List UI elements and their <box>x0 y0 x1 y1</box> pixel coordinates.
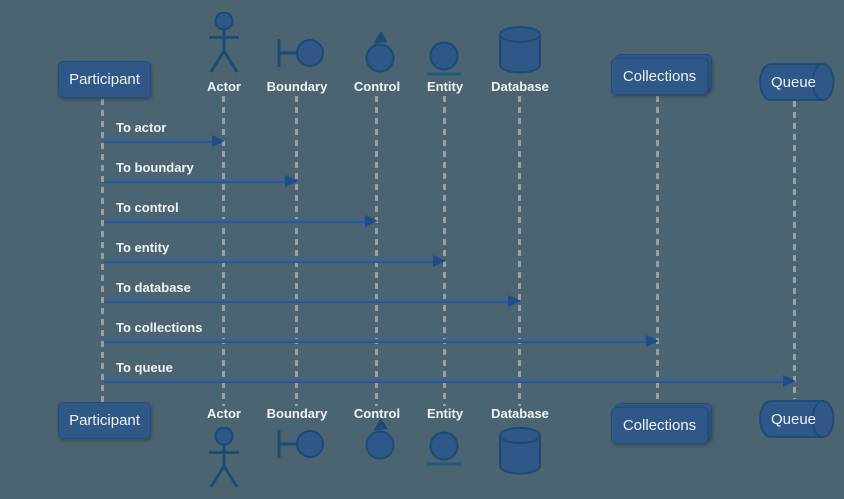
collections-front-box: Collections <box>611 407 708 444</box>
node-collections-bottom[interactable]: Collections <box>611 403 712 444</box>
database-label: Database <box>491 406 549 421</box>
lifeline-boundary[interactable] <box>295 96 298 406</box>
lifeline-actor[interactable] <box>222 96 225 406</box>
node-participant-bottom[interactable]: Participant <box>58 402 151 439</box>
message-line <box>104 379 785 383</box>
message-line <box>104 339 648 343</box>
actor-icon <box>209 12 239 73</box>
node-boundary-top[interactable]: Boundary <box>247 38 347 93</box>
queue-icon <box>759 63 835 101</box>
lifeline-control[interactable] <box>375 96 378 406</box>
database-icon <box>499 26 541 74</box>
message-to-queue[interactable]: To queue <box>104 361 796 388</box>
message-to-boundary[interactable]: To boundary <box>104 161 298 188</box>
message-arrowhead <box>285 175 298 187</box>
boundary-icon <box>277 430 324 458</box>
boundary-icon <box>277 39 324 67</box>
message-label: To actor <box>116 120 167 135</box>
control-label: Control <box>353 79 401 94</box>
message-label: To entity <box>116 240 170 255</box>
actor-label: Actor <box>207 406 241 421</box>
message-arrowhead <box>212 135 225 147</box>
boundary-label: Boundary <box>266 79 328 94</box>
message-arrowhead <box>433 255 446 267</box>
message-label: To boundary <box>116 160 194 175</box>
node-entity-top[interactable]: Entity <box>395 41 495 93</box>
database-icon <box>499 427 541 475</box>
node-actor-top[interactable]: Actor <box>174 12 274 93</box>
control-icon <box>365 31 395 73</box>
lifeline-entity[interactable] <box>443 96 446 406</box>
participant-label: Participant <box>69 71 140 88</box>
message-arrowhead <box>646 335 659 347</box>
message-arrowhead <box>365 215 378 227</box>
node-boundary-bottom[interactable]: Boundary <box>247 407 347 462</box>
message-label: To queue <box>116 360 173 375</box>
queue-label: Queue <box>770 73 817 91</box>
node-database-bottom[interactable]: Database <box>470 407 570 475</box>
control-icon <box>365 418 395 460</box>
node-control-top[interactable]: Control <box>327 30 427 93</box>
entity-label: Entity <box>426 406 464 421</box>
message-to-actor[interactable]: To actor <box>104 121 225 148</box>
node-participant-top[interactable]: Participant <box>58 61 151 98</box>
database-label: Database <box>491 79 549 94</box>
message-line <box>104 179 287 183</box>
node-actor-bottom[interactable]: Actor <box>174 407 274 493</box>
entity-icon <box>427 41 461 76</box>
message-to-control[interactable]: To control <box>104 201 378 228</box>
control-label: Control <box>353 406 401 421</box>
message-line <box>104 299 510 303</box>
message-line <box>104 219 367 223</box>
entity-icon <box>427 431 461 466</box>
message-label: To database <box>116 280 191 295</box>
node-control-bottom[interactable]: Control <box>327 407 427 463</box>
actor-icon <box>209 427 239 488</box>
lifeline-queue[interactable] <box>793 101 796 399</box>
message-label: To control <box>116 200 179 215</box>
entity-label: Entity <box>426 79 464 94</box>
message-to-database[interactable]: To database <box>104 281 521 308</box>
collections-label: Collections <box>622 68 697 85</box>
boundary-label: Boundary <box>266 406 328 421</box>
lifeline-collections[interactable] <box>656 96 659 403</box>
message-arrowhead <box>783 375 796 387</box>
message-label: To collections <box>116 320 203 335</box>
lifeline-participant[interactable] <box>101 99 104 402</box>
message-arrowhead <box>508 295 521 307</box>
node-collections-top[interactable]: Collections <box>611 54 712 95</box>
node-queue-top[interactable]: Queue <box>758 63 835 101</box>
node-database-top[interactable]: Database <box>470 26 570 93</box>
message-to-entity[interactable]: To entity <box>104 241 446 268</box>
queue-icon <box>759 400 835 438</box>
node-entity-bottom[interactable]: Entity <box>395 407 495 467</box>
collections-label: Collections <box>622 417 697 434</box>
message-line <box>104 259 435 263</box>
actor-label: Actor <box>207 79 241 94</box>
participant-label: Participant <box>69 412 140 429</box>
collections-front-box: Collections <box>611 58 708 95</box>
lifeline-database[interactable] <box>518 96 521 406</box>
message-to-collections[interactable]: To collections <box>104 321 659 348</box>
node-queue-bottom[interactable]: Queue <box>758 400 835 438</box>
queue-label: Queue <box>770 410 817 428</box>
message-line <box>104 139 214 143</box>
